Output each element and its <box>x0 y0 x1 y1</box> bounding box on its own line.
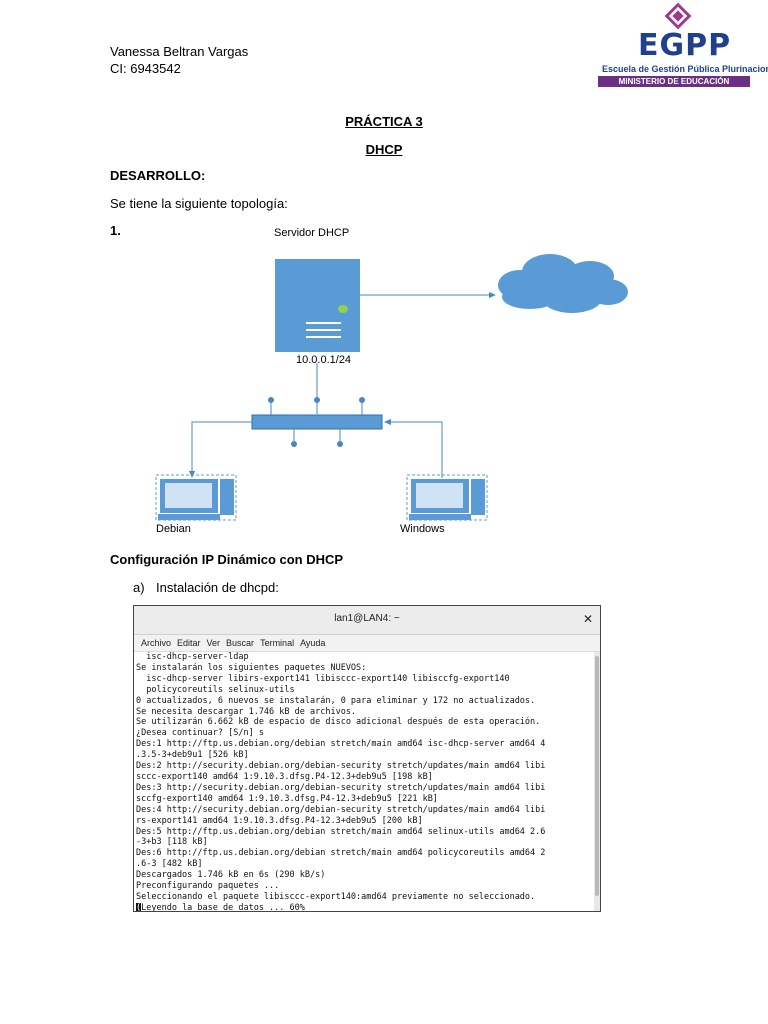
server-icon <box>275 259 360 352</box>
network-topology-diagram: Servidor DHCP 10.0.0.1/24 <box>155 227 628 535</box>
menu-editar[interactable]: Editar <box>177 638 201 648</box>
terminal-line: isc-dhcp-server-ldap <box>136 652 249 662</box>
document-subtitle: DHCP <box>365 142 403 157</box>
terminal-line: ¿Desea continuar? [S/n] s <box>136 728 264 739</box>
intro-text: Se tiene la siguiente topología: <box>110 196 288 211</box>
terminal-line: -3+b3 [118 kB] <box>136 837 208 848</box>
terminal-cursor: ( <box>136 902 142 911</box>
terminal-line-progress: (Leyendo la base de datos ... 60% <box>136 902 600 911</box>
server-label: Servidor DHCP <box>274 227 349 239</box>
terminal-menubar: Archivo Editar Ver Buscar Terminal Ayuda <box>134 635 600 652</box>
terminal-line: .3.5-3+deb9u1 [526 kB] <box>136 750 249 761</box>
document-title: PRÁCTICA 3 <box>345 114 423 129</box>
diamond-logo-icon <box>664 2 692 30</box>
terminal-line: Preconfigurando paquetes ... <box>136 881 280 892</box>
step-a-label: a) <box>133 580 145 595</box>
egpp-logo: EGPP Escuela de Gestión Pública Plurinac… <box>598 0 768 90</box>
windows-label: Windows <box>400 523 445 535</box>
author-block: Vanessa Beltran Vargas CI: 6943542 <box>110 43 248 77</box>
menu-buscar[interactable]: Buscar <box>226 638 255 648</box>
terminal-line: Des:6 http://ftp.us.debian.org/debian st… <box>136 848 546 859</box>
terminal-progress-text: Leyendo la base de datos ... 60% <box>141 902 305 911</box>
terminal-line: Se necesita descargar 1.746 kB de archiv… <box>136 706 357 717</box>
terminal-line: Se utilizarán 6.662 kB de espacio de dis… <box>136 717 541 728</box>
windows-computer-icon <box>406 474 488 521</box>
terminal-scrollbar[interactable] <box>594 652 600 911</box>
terminal-line: sccc-export140 amd64 1:9.10.3.dfsg.P4-12… <box>136 771 433 782</box>
terminal-line: Se instalarán los siguientes paquetes NU… <box>136 662 367 673</box>
terminal-line: 0 actualizados, 6 nuevos se instalarán, … <box>136 695 536 706</box>
terminal-line: Des:5 http://ftp.us.debian.org/debian st… <box>136 826 546 837</box>
terminal-line: Seleccionando el paquete libisccc-export… <box>136 891 536 902</box>
menu-ver[interactable]: Ver <box>206 638 221 648</box>
close-icon[interactable]: ✕ <box>582 612 593 626</box>
terminal-line: Des:4 http://security.debian.org/debian-… <box>136 804 546 815</box>
logo-subtitle: Escuela de Gestión Pública Plurinacional <box>602 64 768 74</box>
step-a-text: Instalación de dhcpd: <box>156 580 279 595</box>
section-heading: DESARROLLO: <box>110 168 206 183</box>
menu-ayuda[interactable]: Ayuda <box>300 638 326 648</box>
terminal-line: Des:1 http://ftp.us.debian.org/debian st… <box>136 739 546 750</box>
server-led <box>338 305 348 313</box>
logo-ministry: MINISTERIO DE EDUCACIÓN <box>598 76 750 87</box>
terminal-line: .6-3 [482 kB] <box>136 859 203 870</box>
terminal-line: sccfg-export140 amd64 1:9.10.3.dfsg.P4-1… <box>136 793 438 804</box>
debian-label: Debian <box>156 523 191 535</box>
terminal-titlebar: lan1@LAN4: ~ ✕ <box>134 606 600 635</box>
terminal-line: Descargados 1.746 kB en 6s (290 kB/s) <box>136 870 326 881</box>
config-heading: Configuración IP Dinámico con DHCP <box>110 552 344 567</box>
logo-name: EGPP <box>638 28 732 63</box>
scrollbar-thumb[interactable] <box>595 656 599 896</box>
terminal-line: policycoreutils selinux-utils <box>136 684 295 695</box>
cloud-icon <box>498 254 628 313</box>
terminal-line: Des:2 http://security.debian.org/debian-… <box>136 761 546 772</box>
author-name: Vanessa Beltran Vargas <box>110 44 249 59</box>
menu-archivo[interactable]: Archivo <box>141 638 172 648</box>
terminal-line: isc-dhcp-server libirs-export141 libiscc… <box>136 673 510 684</box>
terminal-window: lan1@LAN4: ~ ✕ Archivo Editar Ver Buscar… <box>133 605 601 912</box>
terminal-title: lan1@LAN4: ~ <box>334 613 400 624</box>
server-ip-label: 10.0.0.1/24 <box>296 354 351 366</box>
debian-computer-icon <box>155 474 237 521</box>
item-number: 1. <box>110 223 121 238</box>
author-ci: CI: 6943542 <box>110 61 181 76</box>
terminal-line: Des:3 http://security.debian.org/debian-… <box>136 782 546 793</box>
terminal-line: rs-export141 amd64 1:9.10.3.dfsg.P4-12.3… <box>136 815 423 826</box>
menu-terminal[interactable]: Terminal <box>260 638 295 648</box>
